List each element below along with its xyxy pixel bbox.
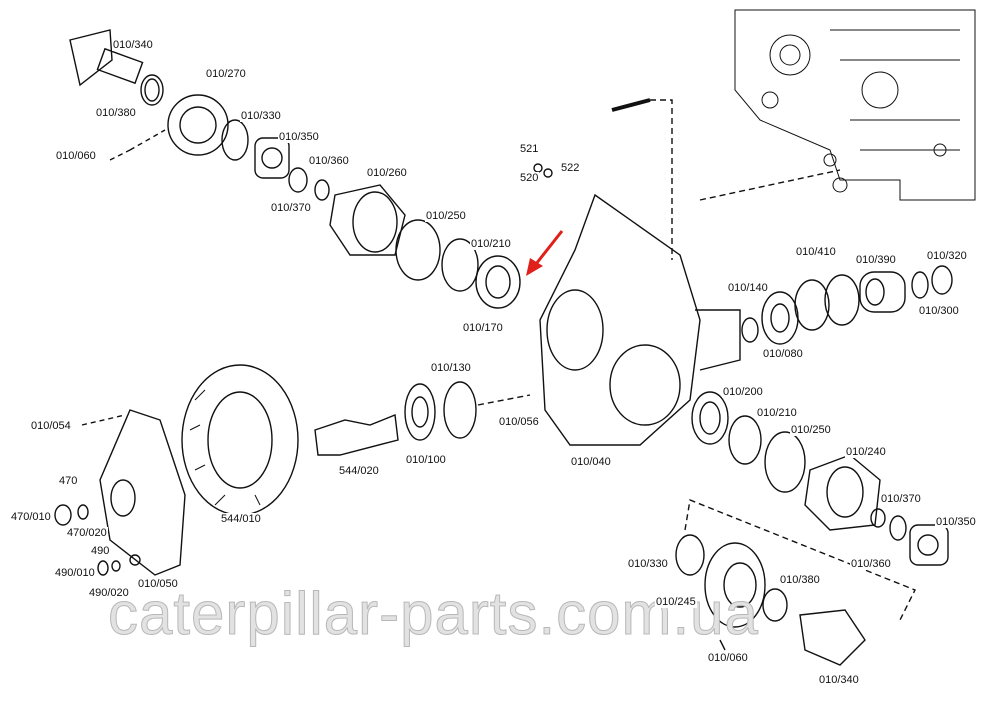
part-label[interactable]: 010/240 (845, 446, 887, 458)
part-label[interactable]: 010/060 (55, 150, 97, 162)
part-label[interactable]: 010/200 (722, 386, 764, 398)
part-label[interactable]: 010/130 (430, 362, 472, 374)
part-label[interactable]: 010/270 (205, 68, 247, 80)
part-label[interactable]: 010/340 (112, 39, 154, 51)
part-label[interactable]: 010/040 (570, 456, 612, 468)
part-label[interactable]: 010/370 (270, 202, 312, 214)
part-label[interactable]: 010/245 (655, 596, 697, 608)
part-label[interactable]: 010/350 (278, 131, 320, 143)
part-label[interactable]: 490 (90, 545, 111, 557)
part-label[interactable]: 010/170 (462, 322, 504, 334)
part-label[interactable]: 010/250 (425, 210, 467, 222)
input-shaft-assembly (741, 265, 953, 345)
part-label[interactable]: 010/056 (498, 416, 540, 428)
part-label[interactable]: 010/380 (95, 107, 137, 119)
part-label[interactable]: 490/010 (54, 567, 96, 579)
part-label[interactable]: 470 (58, 475, 79, 487)
part-label[interactable]: 010/080 (762, 348, 804, 360)
part-label[interactable]: 010/060 (707, 652, 749, 664)
part-label[interactable]: 010/140 (727, 282, 769, 294)
upper-output-assembly (69, 29, 521, 309)
part-label[interactable]: 010/380 (779, 574, 821, 586)
part-label[interactable]: 010/054 (30, 420, 72, 432)
part-label[interactable]: 544/010 (220, 513, 262, 525)
part-label[interactable]: 010/300 (918, 305, 960, 317)
watermark: caterpillar-parts.com.ua (108, 580, 759, 647)
part-label[interactable]: 010/100 (405, 454, 447, 466)
part-label[interactable]: 010/210 (470, 238, 512, 250)
part-label[interactable]: 010/050 (137, 578, 179, 590)
part-label[interactable]: 010/260 (366, 167, 408, 179)
part-label[interactable]: 490/020 (88, 587, 130, 599)
part-label[interactable]: 010/340 (818, 674, 860, 686)
part-label[interactable]: 010/370 (880, 493, 922, 505)
part-label[interactable]: 010/210 (756, 407, 798, 419)
side-cover (54, 409, 186, 576)
part-label[interactable]: 010/410 (795, 246, 837, 258)
part-label[interactable]: 010/250 (790, 424, 832, 436)
part-label[interactable]: 470/020 (66, 527, 108, 539)
part-label[interactable]: 520 (519, 172, 540, 184)
transmission-housing (734, 9, 976, 201)
center-housing (533, 98, 841, 446)
part-label[interactable]: 010/390 (855, 254, 897, 266)
part-label[interactable]: 010/330 (627, 558, 669, 570)
part-label[interactable]: 010/360 (308, 155, 350, 167)
part-label[interactable]: 544/020 (338, 465, 380, 477)
part-label[interactable]: 010/330 (240, 110, 282, 122)
part-label[interactable]: 470/010 (10, 511, 52, 523)
part-label[interactable]: 010/360 (850, 558, 892, 570)
ring-gear-and-pinion (181, 364, 531, 516)
highlight-arrow (526, 230, 564, 276)
part-label[interactable]: 010/350 (935, 516, 977, 528)
part-label[interactable]: 521 (519, 143, 540, 155)
part-label[interactable]: 522 (560, 162, 581, 174)
part-label[interactable]: 010/320 (926, 250, 968, 262)
